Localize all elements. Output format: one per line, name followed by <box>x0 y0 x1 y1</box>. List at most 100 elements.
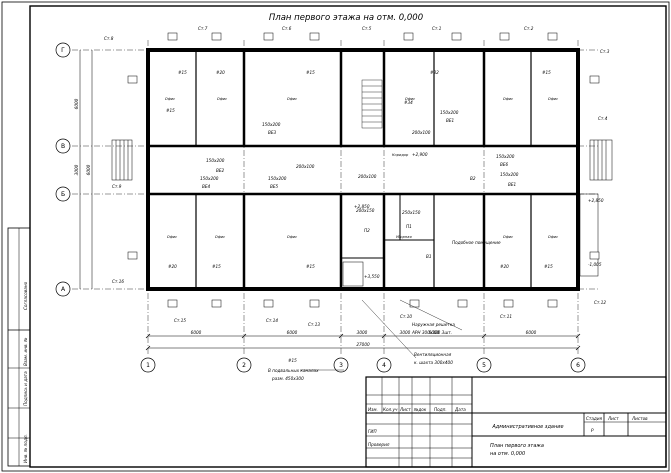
axis-label-g: Г <box>61 47 65 54</box>
axis-label-b: Б <box>61 191 65 198</box>
axis-label-3: 3 <box>339 362 343 369</box>
note-basement-3: разм. 450x300 <box>271 376 304 381</box>
vent-tag-ve2: ВЕ2 <box>216 168 225 173</box>
vent-annotations: 150x200 ВЕ3 150x200 ВЕ2 150x200 ВЕ4 150x… <box>200 110 519 215</box>
vent-tag-ve4: ВЕ4 <box>202 184 211 189</box>
stamp-stage-value: Р <box>591 428 594 433</box>
building-walls <box>146 48 580 291</box>
riser-12: #15 <box>544 264 553 269</box>
axis-label-4: 4 <box>382 362 386 369</box>
vent-size-6: 150x200 <box>496 154 515 159</box>
sheet-name-line2: на отм. 0,000 <box>490 451 525 457</box>
stamp-col-list: Лист <box>399 407 411 412</box>
wall-tag-st2: Ст.2 <box>524 26 534 31</box>
room-office-2: Офис <box>217 97 227 101</box>
riser-1: #15 <box>178 70 187 75</box>
note-basement-2: В подвальных каналах <box>268 368 319 373</box>
duct-size-1: 200x100 <box>412 130 431 135</box>
axis-label-2: 2 <box>242 362 246 369</box>
dim-side-3: 6000 <box>86 164 91 175</box>
riser-4: #15 <box>306 70 315 75</box>
room-office-10: Офис <box>503 235 513 239</box>
duct-size-4: 200x100 <box>358 174 377 179</box>
wall-tag-st5: Ст.5 <box>362 26 372 31</box>
sheet-name-line1: План первого этажа <box>490 443 544 449</box>
stamp-sheets-header: Листов <box>631 416 648 421</box>
room-office-7: Офис <box>167 235 177 239</box>
axis-label-1: 1 <box>146 362 150 369</box>
riser-11: #20 <box>500 264 509 269</box>
vent-size-2: 150x200 <box>206 158 225 163</box>
axis-lines <box>72 40 600 356</box>
wall-tag-labels: Ст.8 Ст.7 Ст.6 Ст.5 Ст.1 Ст.2 Ст.3 Ст.4 … <box>104 26 610 327</box>
axis-bubbles: 1 2 3 4 5 6 Г В Б А <box>55 42 586 373</box>
stamp-stage-header: Стадия <box>586 416 603 421</box>
wall-tag-st15: Ст.15 <box>174 318 186 323</box>
room-labels: Офис Офис Офис Офис Офис Офис Офис Офис … <box>165 97 558 239</box>
wall-tag-st4: Ст.4 <box>598 116 608 121</box>
riser-5: #34 <box>404 100 413 105</box>
stamp-sheet-header: Лист <box>607 416 619 421</box>
room-office-11: Офис <box>548 235 558 239</box>
wall-tag-st6: Ст.6 <box>282 26 292 31</box>
wall-tag-st8: Ст.8 <box>104 36 114 41</box>
room-office-5: Офис <box>503 97 513 101</box>
dim-span-6: 6000 <box>526 330 537 335</box>
vent-tag-ve6: ВЕ6 <box>500 162 509 167</box>
room-office-9: Офис <box>287 235 297 239</box>
wall-tag-st16: Ст.16 <box>112 279 124 284</box>
axis-label-6: 6 <box>576 362 580 369</box>
riser-8: #20 <box>168 264 177 269</box>
title-block: Изм. Кол.уч Лист №док Подп. Дата ГИП Про… <box>365 376 667 468</box>
inner-frame <box>29 5 667 468</box>
stamp-col-kol: Кол.уч <box>383 407 398 412</box>
room-office-8: Офис <box>215 235 225 239</box>
riser-7: #15 <box>542 70 551 75</box>
note-shaft-2: к. шахта 300х400 <box>414 360 453 365</box>
wall-tag-st12: Ст.12 <box>594 300 606 305</box>
dim-side-1: 6000 <box>74 98 79 109</box>
vent-size-4: 150x200 <box>268 176 287 181</box>
dim-span-2: 6000 <box>287 330 298 335</box>
stamp-col-date: Дата <box>454 407 466 412</box>
riser-9: #15 <box>212 264 221 269</box>
vent-size-7: 150x200 <box>500 172 519 177</box>
vent-size-1: 150x200 <box>262 122 281 127</box>
dim-span-1: 6000 <box>191 330 202 335</box>
level-marks: +2,900 +2,850 +3,550 +2,850 -1,005 <box>354 152 604 279</box>
dim-total: 27000 <box>356 342 370 347</box>
riser-6: #32 <box>430 70 439 75</box>
axis-label-v: В <box>61 143 65 150</box>
dim-side-2: 3000 <box>74 164 79 175</box>
wall-tag-st14: Ст.14 <box>266 318 278 323</box>
bottom-dimensions: 6000 6000 3000 3000 6000 6000 27000 <box>145 330 581 351</box>
margin-label-replace: Взам. инв. № <box>23 337 28 366</box>
duct-size-3: 200x150 <box>356 208 375 213</box>
stamp-row-gip: ГИП <box>368 429 377 434</box>
room-office-3: Офис <box>287 97 297 101</box>
vent-size-3: 150x200 <box>200 176 219 181</box>
room-toilet: Уборная <box>396 235 412 239</box>
margin-label-sign: Подпись и дата <box>23 371 28 406</box>
wall-tag-st13: Ст.13 <box>308 322 320 327</box>
wall-tag-st10: Ст.10 <box>400 314 412 319</box>
project-name: Административное здание <box>491 424 563 430</box>
level-mark-1: +2,900 <box>412 152 428 157</box>
room-corridor: Коридор <box>392 153 409 157</box>
callout-notes: Наружная решетка АРН 300х300 3шт. Вентил… <box>268 299 463 381</box>
axis-label-a: А <box>61 286 66 293</box>
margin-label-agreed: Согласовано <box>23 281 28 310</box>
duct-size-5: 250x150 <box>402 210 421 215</box>
dim-span-4: 3000 <box>400 330 411 335</box>
vent-size-5: 150x200 <box>440 110 459 115</box>
vent-tag-ve1: ВЕ1 <box>446 118 455 123</box>
unit-p2: П2 <box>364 228 370 233</box>
entrance-steps <box>111 139 613 287</box>
stair-upper <box>361 79 383 129</box>
riser-3: #15 <box>166 108 175 113</box>
unit-v2: В2 <box>470 176 476 181</box>
unit-v1: В1 <box>426 254 432 259</box>
level-mark-2: +2,850 <box>354 204 370 209</box>
wall-tag-st9: Ст.9 <box>112 184 122 189</box>
